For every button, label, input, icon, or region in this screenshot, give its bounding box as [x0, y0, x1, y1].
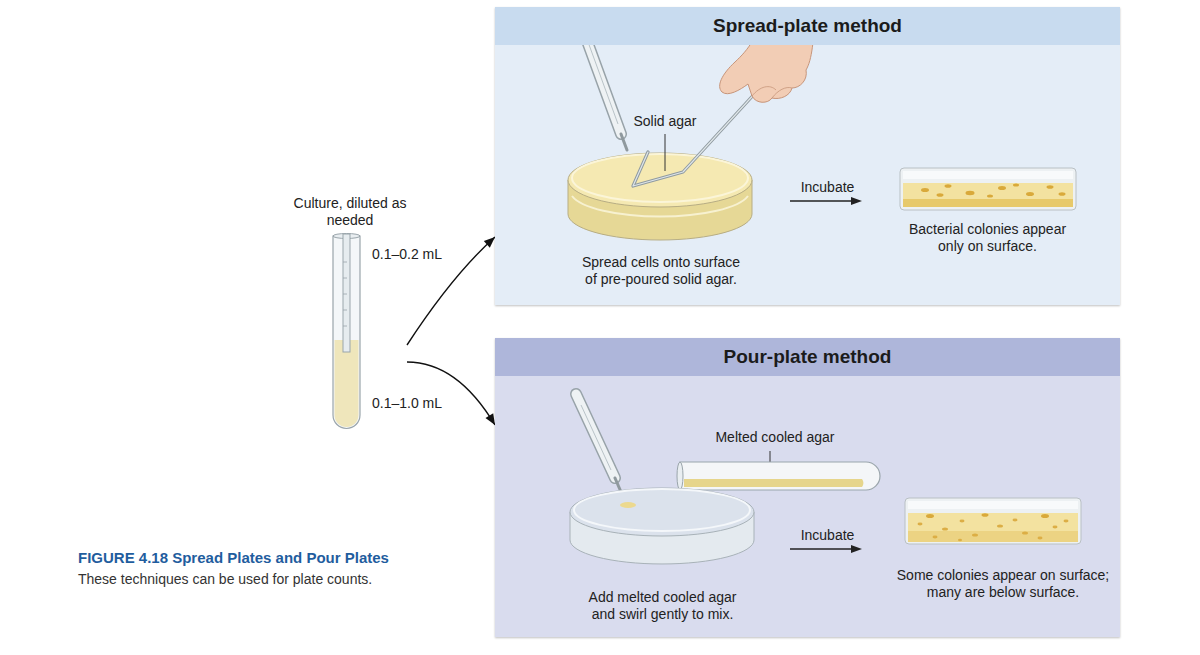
hand	[633, 90, 758, 186]
result-plate	[933, 536, 938, 539]
agar-tube	[677, 462, 880, 490]
pipette	[621, 134, 627, 150]
plate-label: Add melted cooled agar and swirl gently …	[580, 589, 745, 623]
petri-dish	[572, 196, 748, 217]
result-plate	[918, 523, 923, 526]
result-plate	[1047, 185, 1054, 189]
result-plate	[926, 513, 1049, 518]
incubate-arrow	[790, 545, 862, 553]
result-plate	[982, 513, 989, 517]
result-plate	[972, 533, 978, 536]
pipette	[576, 394, 615, 478]
result-plate	[937, 193, 944, 197]
figure-caption: These techniques can be used for plate c…	[78, 571, 478, 588]
petri-dish	[568, 153, 752, 240]
plate-label: Melted cooled agar	[710, 429, 840, 446]
panel-heading: Spread-plate method	[495, 7, 1120, 45]
hand	[752, 87, 792, 98]
panel-heading: Pour-plate method	[495, 338, 1120, 376]
plate-label: Incubate	[785, 527, 870, 544]
result-plate	[998, 186, 1006, 190]
culture-label: Culture, diluted as needed	[293, 195, 407, 229]
result-plate	[903, 171, 1073, 179]
result-plate	[997, 524, 1003, 527]
result-plate	[903, 183, 1073, 207]
result-plate	[1022, 531, 1028, 534]
result-plate	[987, 194, 993, 197]
culture-tube	[343, 234, 350, 352]
pipette	[581, 405, 611, 470]
result-plate	[945, 184, 952, 188]
arrow-head	[485, 413, 495, 425]
petri-dish	[570, 488, 754, 564]
petri-dish	[620, 502, 636, 508]
agar-tube	[684, 479, 863, 487]
result-plate	[921, 184, 1066, 198]
result-plate	[908, 513, 1078, 542]
result-plate	[958, 539, 962, 541]
result-plate	[908, 501, 1078, 509]
result-plate	[918, 519, 1069, 542]
plate-label: Incubate	[785, 179, 870, 196]
figure-title: FIGURE 4.18 Spread Plates and Pour Plate…	[78, 549, 478, 566]
result-plate	[900, 168, 1076, 210]
result-plate	[1053, 526, 1058, 529]
petri-dish	[574, 489, 750, 531]
incubate-arrow	[851, 545, 862, 553]
pipette	[615, 478, 621, 492]
result-plate	[1059, 192, 1066, 196]
result-plate	[900, 168, 1076, 210]
result-plate	[908, 531, 1078, 542]
result-plate	[905, 498, 1081, 544]
agar-tube	[677, 462, 683, 490]
result-plate	[1041, 514, 1049, 518]
leader-line	[770, 451, 771, 462]
incubate-arrow	[790, 197, 862, 205]
leader-line	[770, 451, 771, 462]
plate-label: Bacterial colonies appear only on surfac…	[905, 221, 1070, 255]
plate-label: Solid agar	[610, 113, 720, 130]
leader-line	[665, 134, 666, 171]
plate-label: Spread cells onto surface of pre-poured …	[575, 254, 747, 288]
result-plate	[966, 191, 975, 195]
result-plate	[942, 527, 948, 530]
pipette	[576, 394, 615, 478]
flow-arrow	[407, 362, 495, 425]
result-plate	[1038, 537, 1043, 540]
result-plate	[903, 199, 1073, 207]
result-plate	[1026, 192, 1034, 196]
result-plate	[960, 520, 965, 523]
pipette	[576, 394, 621, 492]
plate-label: 0.1–1.0 mL	[372, 395, 467, 412]
petri-dish	[570, 488, 754, 536]
result-plate	[905, 498, 1081, 544]
result-plate	[926, 514, 934, 518]
result-plate	[921, 188, 929, 192]
hand	[633, 90, 758, 186]
result-plate	[1064, 520, 1069, 523]
result-plate	[1013, 184, 1019, 187]
result-plate	[1013, 519, 1018, 522]
agar-tube	[680, 462, 880, 490]
incubate-arrow	[790, 200, 853, 201]
leader-line	[665, 134, 666, 171]
culture-tube	[333, 234, 360, 429]
arrow-head	[484, 237, 495, 248]
incubate-arrow	[790, 548, 853, 549]
culture-tube	[343, 262, 347, 326]
arrow-line	[407, 362, 495, 425]
plate-label: 0.1–0.2 mL	[372, 246, 467, 263]
plate-label: Some colonies appear on surface; many ar…	[883, 567, 1123, 601]
culture-tube	[335, 340, 359, 427]
incubate-arrow	[851, 197, 862, 205]
